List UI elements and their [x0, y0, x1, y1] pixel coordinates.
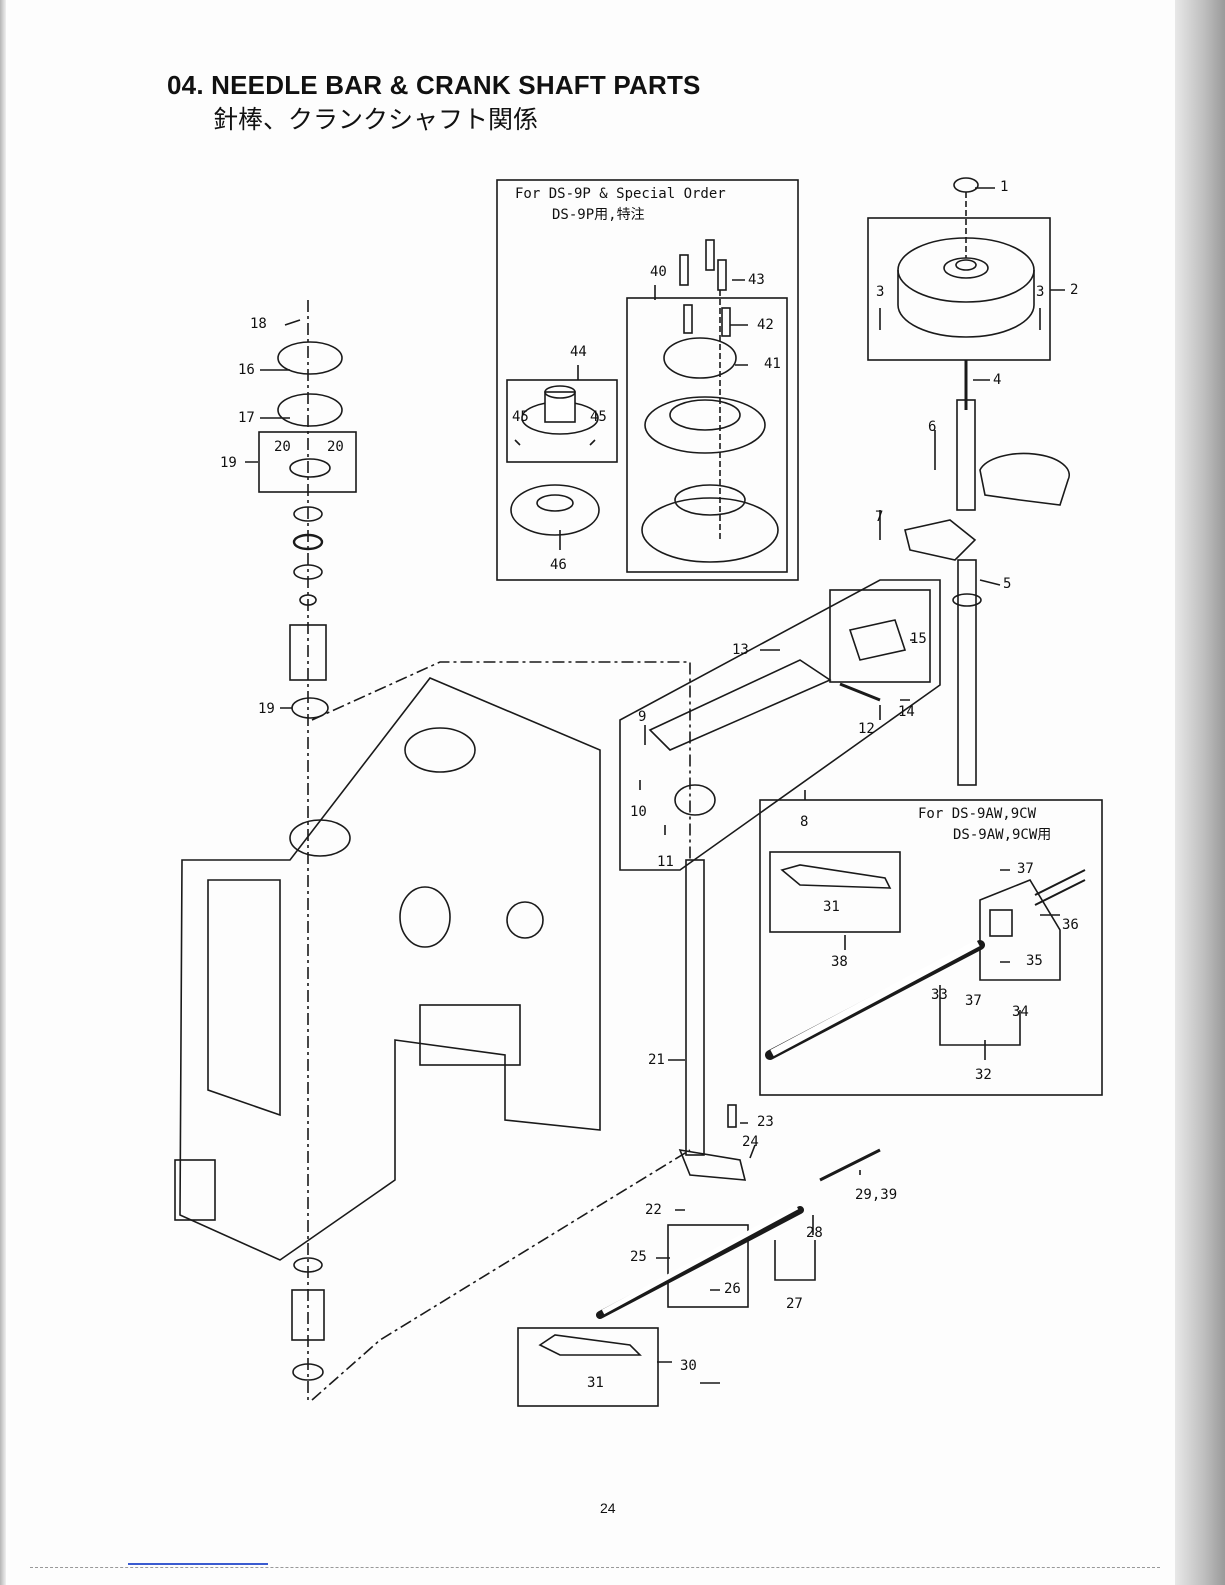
- part-34-box: [980, 880, 1060, 980]
- callout-7: 7: [875, 510, 883, 524]
- callout-11: 11: [657, 855, 674, 869]
- callout-6: 6: [928, 420, 936, 434]
- pulley-body: [898, 270, 1034, 337]
- callout-16: 16: [238, 363, 255, 377]
- callout-19b: 19: [258, 702, 275, 716]
- callout-31a: 31: [587, 1376, 604, 1390]
- ds9aw-box-label-ja: DS-9AW,9CW用: [953, 824, 1051, 844]
- callout-42: 42: [757, 318, 774, 332]
- callout-24: 24: [742, 1135, 759, 1149]
- callout-37b: 37: [965, 994, 982, 1008]
- callout-20a: 20: [274, 440, 291, 454]
- callout-20b: 20: [327, 440, 344, 454]
- callout-37a: 37: [1017, 862, 1034, 876]
- callout-41: 41: [764, 357, 781, 371]
- callout-3a: 3: [876, 285, 884, 299]
- part-30-lever: [540, 1335, 640, 1355]
- part-14-block: [850, 620, 905, 660]
- part-1-screw-head: [954, 178, 978, 192]
- screw-43b: [706, 240, 714, 270]
- part-29-needle: [820, 1150, 880, 1180]
- scan-bottom-rule: [30, 1567, 1160, 1568]
- callout-22: 22: [645, 1203, 662, 1217]
- screw-42b: [722, 308, 730, 336]
- scan-bottom-marker: [128, 1563, 268, 1565]
- callout-3b: 3: [1036, 285, 1044, 299]
- part-40-lower-disc: [642, 498, 778, 562]
- callout-21: 21: [648, 1053, 665, 1067]
- housing-port: [405, 728, 475, 772]
- ds9aw-box-label-en: For DS-9AW,9CW: [918, 806, 1036, 822]
- part-6-shaft: [957, 400, 975, 510]
- callout-40: 40: [650, 265, 667, 279]
- callout-8: 8: [800, 815, 808, 829]
- part-7-crank: [905, 520, 975, 560]
- callout-12: 12: [858, 722, 875, 736]
- callout-15: 15: [910, 632, 927, 646]
- part-40-upper-disc: [645, 397, 765, 453]
- part-8-box: [620, 580, 940, 870]
- screw-43a: [680, 255, 688, 285]
- callout-17: 17: [238, 411, 255, 425]
- callout-34: 34: [1012, 1005, 1029, 1019]
- callout-19a: 19: [220, 456, 237, 470]
- part-46-plate: [511, 485, 599, 535]
- callout-26: 26: [724, 1282, 741, 1296]
- callout-31b: 31: [823, 900, 840, 914]
- callout-44: 44: [570, 345, 587, 359]
- callout-2: 2: [1070, 283, 1078, 297]
- callout-46: 46: [550, 558, 567, 572]
- page-number: 24: [600, 1500, 616, 1516]
- callout-28: 28: [806, 1226, 823, 1240]
- ds9p-box-label-ja: DS-9P用,特注: [552, 204, 645, 224]
- callout-30: 30: [680, 1359, 697, 1373]
- counterweight: [980, 453, 1069, 505]
- callout-4: 4: [993, 373, 1001, 387]
- callout-25: 25: [630, 1250, 647, 1264]
- callout-27: 27: [786, 1297, 803, 1311]
- callout-36: 36: [1062, 918, 1079, 932]
- part-8-lever: [675, 785, 715, 815]
- callout-23: 23: [757, 1115, 774, 1129]
- callout-35: 35: [1026, 954, 1043, 968]
- screw-42a: [684, 305, 692, 333]
- part-38-lever: [782, 865, 890, 888]
- callout-38: 38: [831, 955, 848, 969]
- part-21-needle-bar: [686, 860, 704, 1155]
- callout-13: 13: [732, 643, 749, 657]
- ds9p-box-label-en: For DS-9P & Special Order: [515, 186, 726, 202]
- callout-1: 1: [1000, 180, 1008, 194]
- callout-9: 9: [638, 710, 646, 724]
- machine-housing: [180, 678, 600, 1260]
- callout-10: 10: [630, 805, 647, 819]
- part-41-plate: [664, 338, 736, 378]
- callout-43: 43: [748, 273, 765, 287]
- pulley-box: [868, 218, 1050, 360]
- callout-29-39: 29,39: [855, 1188, 897, 1202]
- callout-45b: 45: [590, 410, 607, 424]
- callout-5: 5: [1003, 577, 1011, 591]
- ds9aw-box: [760, 800, 1102, 1095]
- part-8-connecting-rod: [650, 660, 830, 750]
- screw-43c: [718, 260, 726, 290]
- callout-32: 32: [975, 1068, 992, 1082]
- housing-left-panel: [208, 880, 280, 1115]
- callout-33: 33: [931, 988, 948, 1002]
- callout-45a: 45: [512, 410, 529, 424]
- callout-14: 14: [898, 705, 915, 719]
- callout-18: 18: [250, 317, 267, 331]
- part-35-block: [990, 910, 1012, 936]
- part-17-gasket: [278, 394, 342, 426]
- part-38-box: [770, 852, 900, 932]
